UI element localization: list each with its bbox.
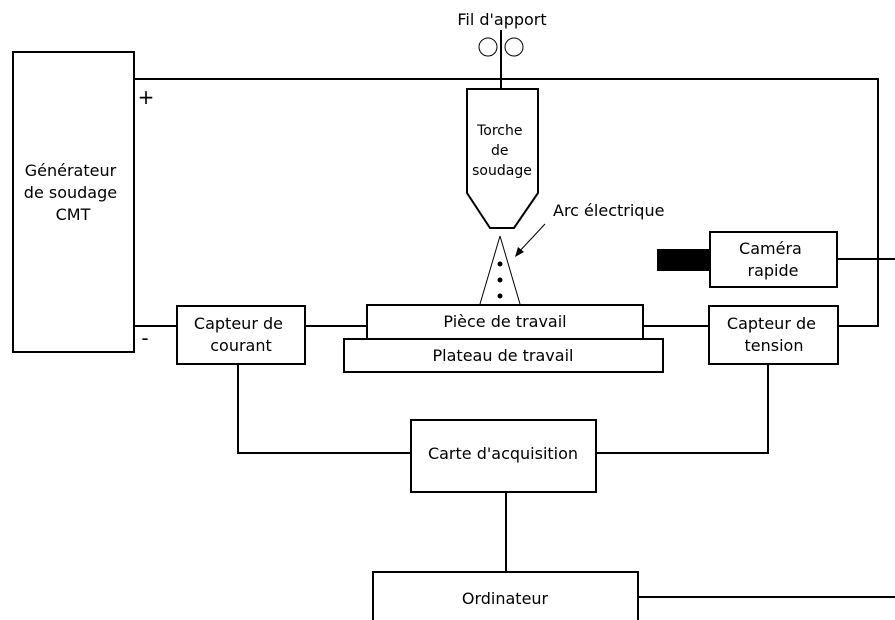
camera-label-line1: Caméra (739, 239, 802, 258)
camera-label-line2: rapide (748, 261, 799, 280)
camera-label: Caméra rapide (739, 239, 807, 280)
torch-label: Torche de soudage (472, 123, 532, 179)
current-sensor-label: Capteur de courant (194, 314, 288, 355)
work-table-label: Plateau de travail (433, 346, 574, 365)
negative-sign: - (141, 326, 148, 350)
generator-box (12, 51, 135, 353)
workpiece-label: Pièce de travail (443, 312, 566, 331)
roller-left-icon (478, 37, 498, 57)
work-table-box (343, 338, 664, 373)
voltage-sensor-label: Capteur de tension (727, 314, 821, 355)
camera-box (709, 231, 838, 288)
voltage-sensor-label-line2: tension (745, 336, 804, 355)
electric-arc (479, 235, 521, 305)
arc-label: Arc électrique (553, 201, 664, 220)
voltage-sensor-label-line1: Capteur de (727, 314, 816, 333)
arc-dot (497, 293, 503, 299)
current-sensor-label-line1: Capteur de (194, 314, 283, 333)
arc-dot (497, 261, 503, 267)
generator-label-line3: CMT (56, 205, 91, 224)
torch-label-line3: soudage (472, 163, 532, 179)
daq-box (410, 419, 597, 493)
workpiece-box (366, 304, 644, 340)
positive-rail-wire (134, 78, 879, 327)
wires (134, 30, 895, 598)
camera-lens-icon (657, 249, 710, 271)
arc-dot (497, 277, 503, 283)
torch-label-line1: Torche (476, 123, 522, 139)
voltage-sensor-to-daq-wire (596, 364, 769, 454)
current-sensor-box (176, 305, 306, 365)
positive-sign: + (138, 85, 155, 109)
voltage-sensor-box (708, 305, 839, 365)
generator-label: Générateur de soudage CMT (24, 161, 122, 224)
computer-box (372, 571, 639, 620)
arc-pointer-arrow (516, 223, 546, 255)
arc-left-edge (479, 235, 501, 305)
torch-body (466, 88, 539, 229)
filler-wire-rollers (478, 37, 524, 57)
roller-right-icon (504, 37, 524, 57)
arc-right-edge (499, 235, 521, 305)
torch-label-line2: de (491, 143, 509, 159)
generator-label-line2: de soudage (24, 183, 117, 202)
filler-wire-label: Fil d'apport (457, 10, 546, 29)
arc-pointer-arrowhead-icon (515, 247, 524, 257)
current-sensor-label-line2: courant (210, 336, 272, 355)
generator-label-line1: Générateur (25, 161, 117, 180)
computer-label: Ordinateur (462, 589, 549, 608)
current-sensor-to-daq-wire (237, 364, 411, 454)
daq-label: Carte d'acquisition (428, 444, 578, 463)
